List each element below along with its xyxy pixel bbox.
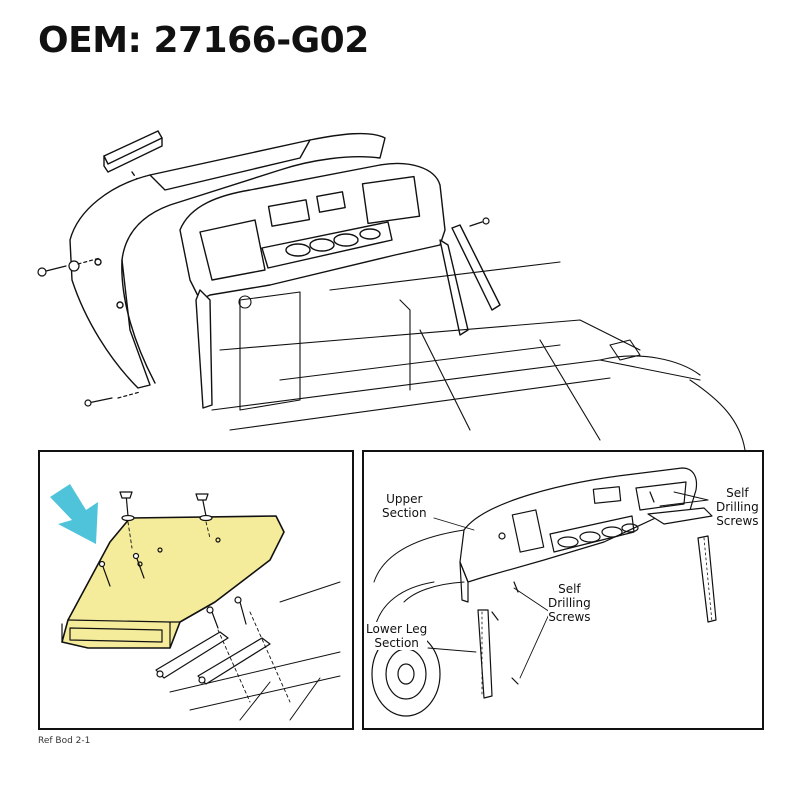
rear-cowl-shell [69,132,386,389]
dash-lower-legs [195,224,501,409]
studs [98,552,145,587]
top-cap-part [103,130,163,173]
dash-lower-legs [477,535,717,699]
detail-panel-underside [38,450,354,730]
construction-lines [127,521,291,703]
chassis-frame [211,261,746,451]
page-title: OEM: 27166-G02 [38,20,369,61]
chassis-fragment [169,581,341,721]
upper-section-label: Upper Section [382,492,427,520]
support-struts [155,596,271,685]
self-drilling-screws-label-middle: Self Drilling Screws [548,582,591,624]
dash-upper-section [459,467,713,603]
leader-lines [427,491,709,679]
exploded-dash-diagram [37,130,746,451]
reference-code: Ref Bod 2-1 [38,736,91,746]
dash-assembly-diagram [371,467,717,717]
lower-leg-section-label: Lower Leg Section [366,622,428,650]
self-drilling-screws-label-top: Self Drilling Screws [716,486,759,528]
underside-panel-diagram [50,484,341,721]
screws [37,217,490,407]
bolts-top [119,491,213,522]
dash-upper-section [179,162,446,301]
highlighted-cover-part [61,515,285,649]
pointer-arrow-icon [50,484,98,544]
detail-panel-dash-assembly: Upper Section Self Drilling Screws Self … [362,450,764,730]
